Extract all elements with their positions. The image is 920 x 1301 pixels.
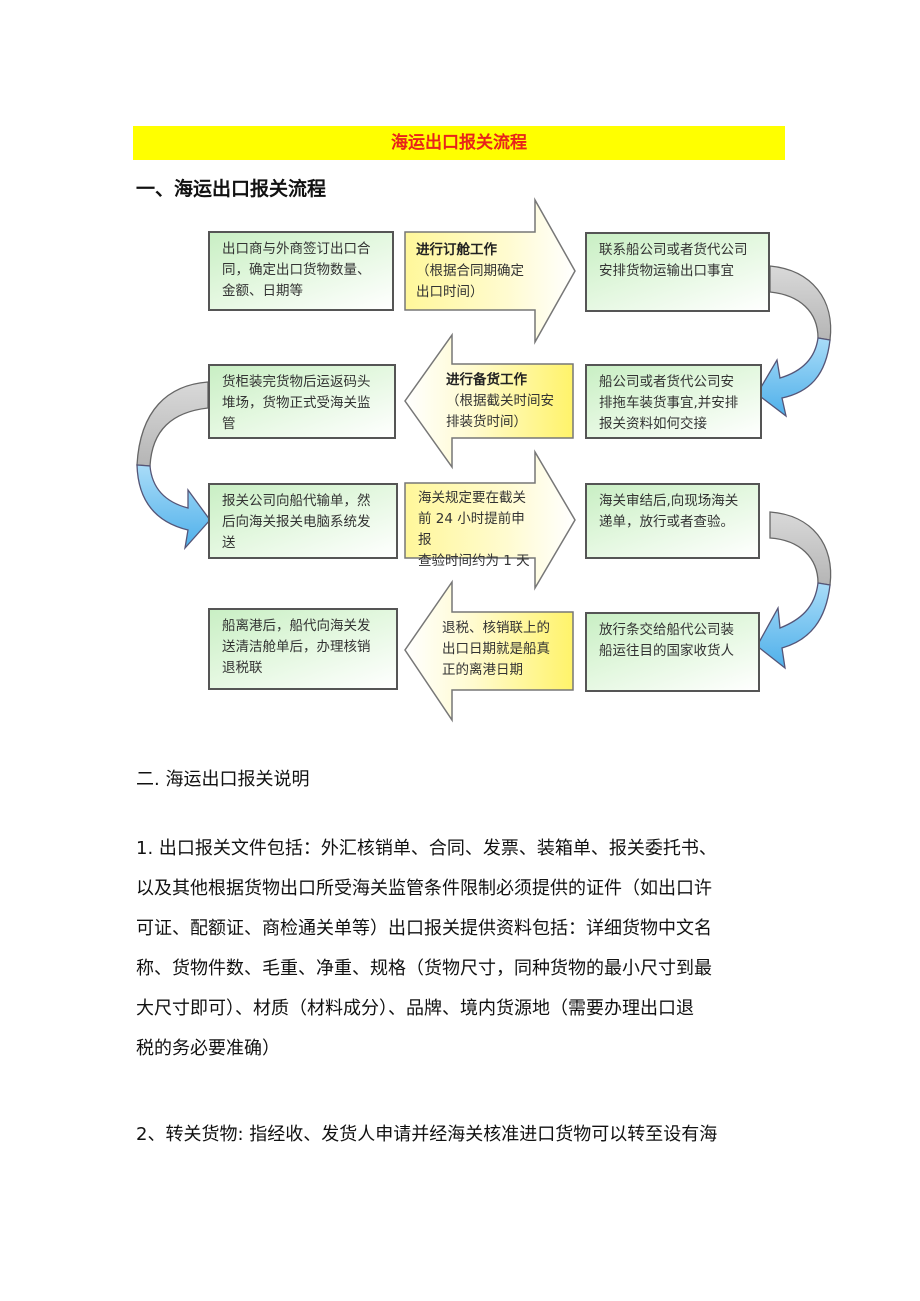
arrow-line: （根据合同期确定	[416, 263, 524, 279]
box-line: 管	[222, 416, 236, 432]
section2-heading: 二. 海运出口报关说明	[136, 769, 310, 790]
box-line: 后向海关报关电脑系统发	[222, 514, 371, 530]
left-arrow-shape-row4	[404, 579, 574, 723]
right-arrow-shape-row3	[404, 449, 576, 591]
paragraph-line: 以及其他根据货物出口所受海关监管条件限制必须提供的证件（如出口许	[136, 878, 712, 899]
paragraph-line: 税的务必要准确）	[136, 1038, 280, 1059]
left-arrow-shape-row2	[404, 332, 574, 470]
box-line: 排拖车装货事宜,并安排	[599, 395, 739, 411]
flow-box-ship-departure: 船离港后，船代向海关发 送清洁舱单后，办理核销 退税联	[208, 608, 398, 690]
paragraph-line: 2、转关货物: 指经收、发货人申请并经海关核准进口货物可以转至设有海	[136, 1124, 718, 1145]
box-line: 船离港后，船代向海关发	[222, 618, 371, 634]
box-line: 递单，放行或者查验。	[599, 514, 734, 530]
box-line: 货柜装完货物后运返码头	[222, 374, 371, 390]
flow-box-sign-contract: 出口商与外商签订出口合 同，确定出口货物数量、 金额、日期等	[208, 231, 394, 311]
arrow-label-customs-deadline: 海关规定要在截关 前 24 小时提前申报 查验时间约为 1 天	[412, 484, 537, 576]
paragraph-export-documents: 1. 出口报关文件包括：外汇核销单、合同、发票、装箱单、报关委托书、 以及其他根…	[136, 829, 796, 1069]
box-line: 退税联	[222, 660, 263, 676]
arrow-label-prepare-goods: 进行备货工作 （根据截关时间安 排装货时间）	[440, 366, 572, 437]
arrow-line: 排装货时间）	[446, 414, 527, 430]
box-line: 报关公司向船代输单，然	[222, 493, 371, 509]
box-line: 金额、日期等	[222, 283, 303, 299]
arrow-label-booking: 进行订舱工作 （根据合同期确定 出口时间）	[410, 236, 535, 307]
paragraph-line: 大尺寸即可）、材质（材料成分）、品牌、境内货源地（需要办理出口退	[136, 998, 694, 1019]
box-line: 送清洁舱单后，办理核销	[222, 639, 371, 655]
arrow-line: 查验时间约为 1 天	[418, 553, 530, 569]
paragraph-line: 可证、配额证、商检通关单等）出口报关提供资料包括：详细货物中文名	[136, 918, 712, 939]
flow-box-release-ship: 放行条交给船代公司装 船运往目的国家收货人	[585, 612, 760, 692]
box-line: 报关资料如何交接	[599, 416, 707, 432]
box-line: 船运往目的国家收货人	[599, 643, 734, 659]
curved-arrow-right-2	[756, 511, 832, 670]
flow-box-contact-shipping: 联系船公司或者货代公司 安排货物运输出口事宜	[585, 232, 770, 312]
document-title-banner: 海运出口报关流程	[133, 126, 785, 160]
box-line: 放行条交给船代公司装	[599, 622, 734, 638]
flow-box-broker-submit: 报关公司向船代输单，然 后向海关报关电脑系统发 送	[208, 483, 398, 559]
arrow-title: 进行订舱工作	[416, 242, 497, 258]
arrow-line: 出口时间）	[416, 284, 484, 300]
right-arrow-shape-row1	[404, 197, 576, 345]
arrow-line: 出口日期就是船真	[442, 641, 550, 657]
curved-arrow-left-1	[136, 381, 211, 551]
box-line: 堆场，货物正式受海关监	[222, 395, 371, 411]
box-line: 送	[222, 535, 236, 551]
box-line: 联系船公司或者货代公司	[599, 242, 748, 258]
box-line: 安排货物运输出口事宜	[599, 263, 734, 279]
box-line: 出口商与外商签订出口合	[222, 241, 371, 257]
arrow-line: 前 24 小时提前申报	[418, 511, 525, 548]
arrow-label-tax-refund-date: 退税、核销联上的 出口日期就是船真 正的离港日期	[436, 614, 572, 685]
box-line: 同，确定出口货物数量、	[222, 262, 371, 278]
flow-box-customs-review: 海关审结后,向现场海关 递单，放行或者查验。	[585, 483, 760, 559]
paragraph-line: 称、货物件数、毛重、净重、规格（货物尺寸，同种货物的最小尺寸到最	[136, 958, 712, 979]
section1-heading: 一、海运出口报关流程	[136, 178, 327, 200]
paragraph-line: 1. 出口报关文件包括：外汇核销单、合同、发票、装箱单、报关委托书、	[136, 838, 717, 859]
curved-arrow-right-1	[756, 265, 832, 418]
box-line: 海关审结后,向现场海关	[599, 493, 739, 509]
box-line: 船公司或者货代公司安	[599, 374, 734, 390]
flow-box-arrange-trucking: 船公司或者货代公司安 排拖车装货事宜,并安排 报关资料如何交接	[585, 364, 762, 439]
paragraph-transit-goods: 2、转关货物: 指经收、发货人申请并经海关核准进口货物可以转至设有海	[136, 1115, 796, 1155]
arrow-line: 退税、核销联上的	[442, 620, 550, 636]
flow-box-container-return: 货柜装完货物后运返码头 堆场，货物正式受海关监 管	[208, 364, 396, 439]
arrow-line: 海关规定要在截关	[418, 490, 526, 506]
arrow-line: 正的离港日期	[442, 662, 523, 678]
flowchart-diagram	[136, 197, 832, 723]
arrow-line: （根据截关时间安	[446, 393, 554, 409]
arrow-title: 进行备货工作	[446, 372, 527, 388]
